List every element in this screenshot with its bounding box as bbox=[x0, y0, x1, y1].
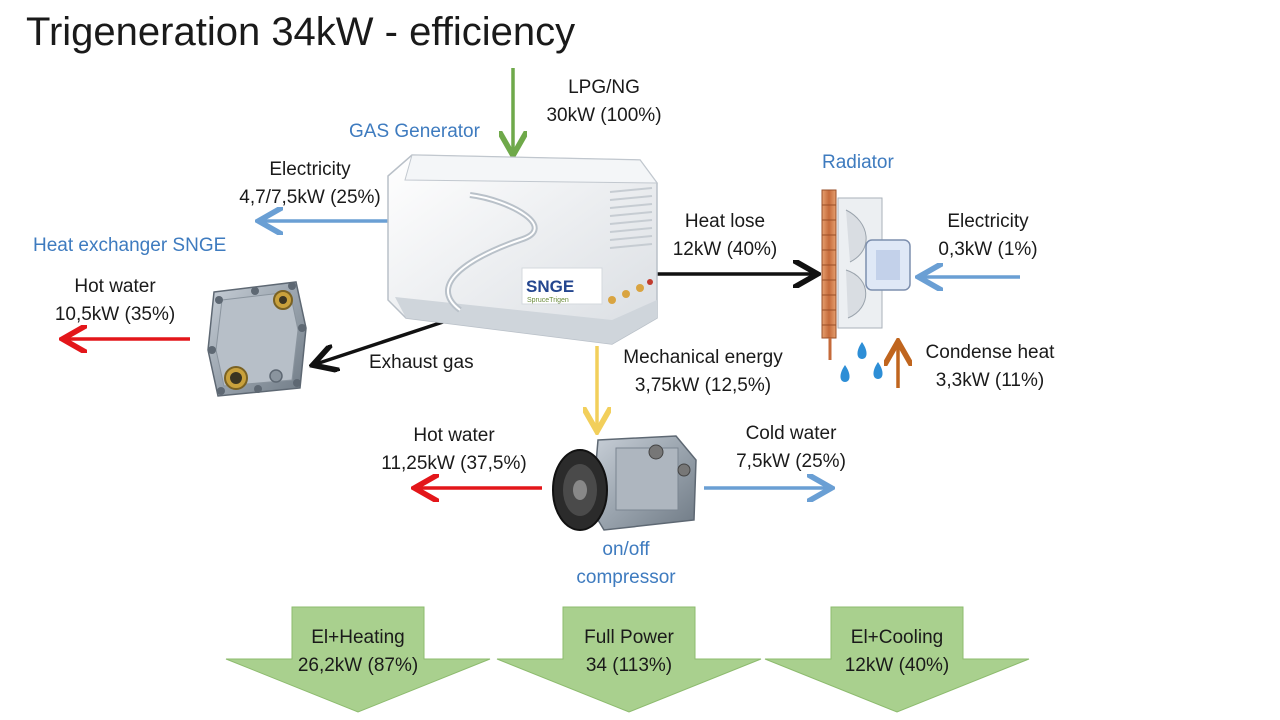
summary-el-cooling-title: El+Cooling bbox=[850, 627, 944, 648]
exchanger-hot-water-value: 10,5kW (35%) bbox=[54, 304, 176, 325]
electricity-out-label: Electricity 4,7/7,5kW (25%) bbox=[220, 156, 400, 212]
summary-arrow-el-heating bbox=[225, 606, 491, 713]
condense-heat-value: 3,3kW (11%) bbox=[935, 370, 1045, 391]
exhaust-arrow bbox=[316, 320, 444, 364]
compressor-hot-water-label: Hot water 11,25kW (37,5%) bbox=[368, 422, 540, 478]
radiator-label: Radiator bbox=[822, 152, 894, 173]
cold-water-label: Cold water 7,5kW (25%) bbox=[720, 420, 862, 476]
fuel-label: LPG/NG 30kW (100%) bbox=[524, 74, 684, 130]
gas-generator-label: GAS Generator bbox=[349, 121, 480, 142]
water-drops-icon bbox=[840, 342, 883, 382]
cold-water-name: Cold water bbox=[745, 423, 837, 444]
generator-brand-text: SNGE bbox=[526, 277, 574, 296]
summary-el-heating-label: El+Heating 26,2kW (87%) bbox=[272, 624, 444, 680]
condense-heat-label: Condense heat 3,3kW (11%) bbox=[912, 339, 1068, 395]
compressor-hot-water-value: 11,25kW (37,5%) bbox=[381, 453, 527, 474]
summary-el-heating-value: 26,2kW (87%) bbox=[297, 655, 419, 676]
mechanical-label: Mechanical energy 3,75kW (12,5%) bbox=[606, 344, 800, 400]
exchanger-hot-water-label: Hot water 10,5kW (35%) bbox=[40, 273, 190, 329]
fuel-value: 30kW (100%) bbox=[546, 105, 662, 126]
heat-exchanger-illustration bbox=[207, 281, 307, 397]
summary-arrow-el-cooling bbox=[764, 606, 1030, 713]
compressor-hot-water-name: Hot water bbox=[413, 425, 495, 446]
generator-sub-text: SpruceTrigen bbox=[527, 297, 569, 304]
summary-el-cooling-value: 12kW (40%) bbox=[844, 655, 950, 676]
radiator-illustration bbox=[821, 189, 911, 360]
fuel-name: LPG/NG bbox=[568, 77, 640, 98]
exhaust-label: Exhaust gas bbox=[369, 352, 474, 373]
radiator-electricity-name: Electricity bbox=[947, 211, 1029, 232]
compressor-label-line1: on/off bbox=[602, 539, 650, 560]
summary-full-power-value: 34 (113%) bbox=[585, 655, 673, 676]
heat-lose-value: 12kW (40%) bbox=[672, 239, 778, 260]
summary-arrow-full-power bbox=[496, 606, 762, 713]
compressor-illustration bbox=[552, 435, 697, 531]
exchanger-hot-water-name: Hot water bbox=[74, 276, 156, 297]
summary-full-power-title: Full Power bbox=[584, 627, 674, 648]
heat-exchanger-label: Heat exchanger SNGE bbox=[33, 235, 227, 256]
radiator-electricity-label: Electricity 0,3kW (1%) bbox=[918, 208, 1058, 264]
gas-generator-illustration: SNGE SpruceTrigen bbox=[387, 154, 659, 345]
compressor-label-line2: compressor bbox=[576, 567, 676, 588]
cold-water-value: 7,5kW (25%) bbox=[736, 451, 846, 472]
heat-lose-label: Heat lose 12kW (40%) bbox=[650, 208, 800, 264]
electricity-out-name: Electricity bbox=[269, 159, 351, 180]
mechanical-name: Mechanical energy bbox=[623, 347, 783, 368]
condense-heat-name: Condense heat bbox=[925, 342, 1055, 363]
summary-el-cooling-label: El+Cooling 12kW (40%) bbox=[811, 624, 983, 680]
page-title: Trigeneration 34kW - efficiency bbox=[26, 10, 576, 54]
radiator-electricity-value: 0,3kW (1%) bbox=[938, 239, 1038, 260]
summary-el-heating-title: El+Heating bbox=[311, 627, 405, 648]
heat-lose-name: Heat lose bbox=[684, 211, 766, 232]
electricity-out-value: 4,7/7,5kW (25%) bbox=[239, 187, 381, 208]
mechanical-value: 3,75kW (12,5%) bbox=[634, 375, 772, 396]
compressor-label: on/off compressor bbox=[556, 536, 696, 592]
summary-full-power-label: Full Power 34 (113%) bbox=[543, 624, 715, 680]
